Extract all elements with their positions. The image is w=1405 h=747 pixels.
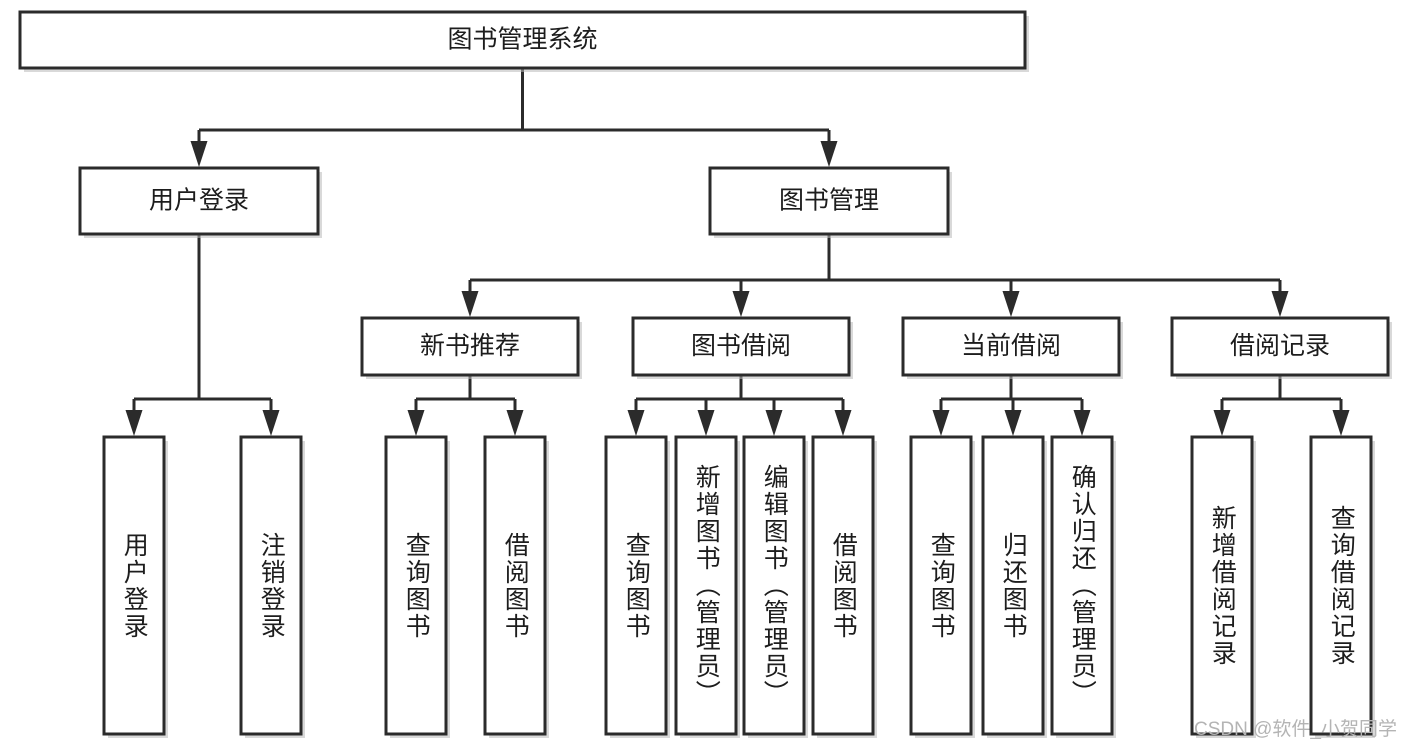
node-box-borrow-record[interactable] [1170, 316, 1390, 377]
node-label-book-manage: 图书管理 [779, 187, 879, 215]
node-label-leaf-return-book: 归还图书 [999, 531, 1028, 640]
node-box-leaf-borrow-book-1[interactable] [483, 435, 547, 736]
node-box-new-book-recommend[interactable] [360, 316, 580, 377]
node-box-current-borrow[interactable] [901, 316, 1121, 377]
node-label-leaf-query-book-3: 查询图书 [927, 531, 956, 640]
node-box-leaf-query-record[interactable] [1309, 435, 1373, 736]
node-box-leaf-edit-book[interactable] [742, 435, 806, 736]
node-label-leaf-user-logout: 注销登录 [257, 531, 286, 640]
node-label-leaf-query-book-1: 查询图书 [402, 531, 431, 640]
node-label-leaf-query-record: 查询借阅记录 [1327, 504, 1356, 667]
node-box-leaf-query-book-2[interactable] [604, 435, 668, 736]
node-label-leaf-borrow-book-1: 借阅图书 [501, 531, 530, 640]
node-box-leaf-confirm-return[interactable] [1050, 435, 1114, 736]
node-label-book-borrow: 图书借阅 [691, 332, 791, 360]
connectors-layer [125, 68, 1350, 436]
node-label-leaf-borrow-book-2: 借阅图书 [829, 531, 858, 640]
arrow-head-icon-new-book-recommend [461, 291, 479, 317]
arrow-head-icon-leaf-add-book [697, 410, 715, 436]
arrow-head-icon-leaf-query-book-2 [627, 410, 645, 436]
node-label-leaf-add-record: 新增借阅记录 [1208, 504, 1237, 667]
arrow-head-icon-leaf-query-record [1332, 410, 1350, 436]
arrow-head-icon-leaf-user-logout [262, 410, 280, 436]
arrow-head-icon-user-login [190, 141, 208, 167]
arrow-head-icon-leaf-borrow-book-1 [506, 410, 524, 436]
node-label-user-login: 用户登录 [149, 187, 249, 215]
arrow-head-icon-leaf-confirm-return [1073, 410, 1091, 436]
node-box-book-manage[interactable] [708, 166, 950, 236]
node-box-user-login[interactable] [78, 166, 320, 236]
boxes-layer [18, 10, 1390, 736]
node-box-leaf-return-book[interactable] [981, 435, 1045, 736]
node-label-borrow-record: 借阅记录 [1230, 332, 1330, 360]
node-label-current-borrow: 当前借阅 [961, 332, 1061, 360]
node-label-leaf-add-book: 新增图书（管理员） [692, 464, 721, 707]
node-box-leaf-add-record[interactable] [1190, 435, 1254, 736]
arrow-head-icon-leaf-query-book-1 [407, 410, 425, 436]
node-box-leaf-borrow-book-2[interactable] [811, 435, 875, 736]
node-box-book-borrow[interactable] [631, 316, 851, 377]
arrow-head-icon-leaf-add-record [1213, 410, 1231, 436]
node-label-root: 图书管理系统 [447, 26, 597, 54]
arrow-head-icon-leaf-edit-book [765, 410, 783, 436]
arrow-head-icon-leaf-query-book-3 [932, 410, 950, 436]
arrow-head-icon-leaf-user-login [125, 410, 143, 436]
node-box-leaf-query-book-1[interactable] [384, 435, 448, 736]
arrow-head-icon-book-borrow [732, 291, 750, 317]
node-box-leaf-query-book-3[interactable] [909, 435, 973, 736]
arrow-head-icon-borrow-record [1271, 291, 1289, 317]
node-label-leaf-user-login: 用户登录 [120, 531, 149, 640]
node-label-leaf-edit-book: 编辑图书（管理员） [760, 464, 789, 707]
node-label-new-book-recommend: 新书推荐 [420, 332, 520, 360]
arrow-head-icon-current-borrow [1002, 291, 1020, 317]
node-box-leaf-add-book[interactable] [674, 435, 738, 736]
node-box-root[interactable] [18, 10, 1027, 70]
node-label-leaf-confirm-return: 确认归还（管理员） [1068, 464, 1097, 707]
node-box-leaf-user-login[interactable] [102, 435, 166, 736]
node-box-leaf-user-logout[interactable] [239, 435, 303, 736]
arrow-head-icon-book-manage [820, 141, 838, 167]
arrow-head-icon-leaf-return-book [1004, 410, 1022, 436]
arrow-head-icon-leaf-borrow-book-2 [834, 410, 852, 436]
node-label-leaf-query-book-2: 查询图书 [622, 531, 651, 640]
